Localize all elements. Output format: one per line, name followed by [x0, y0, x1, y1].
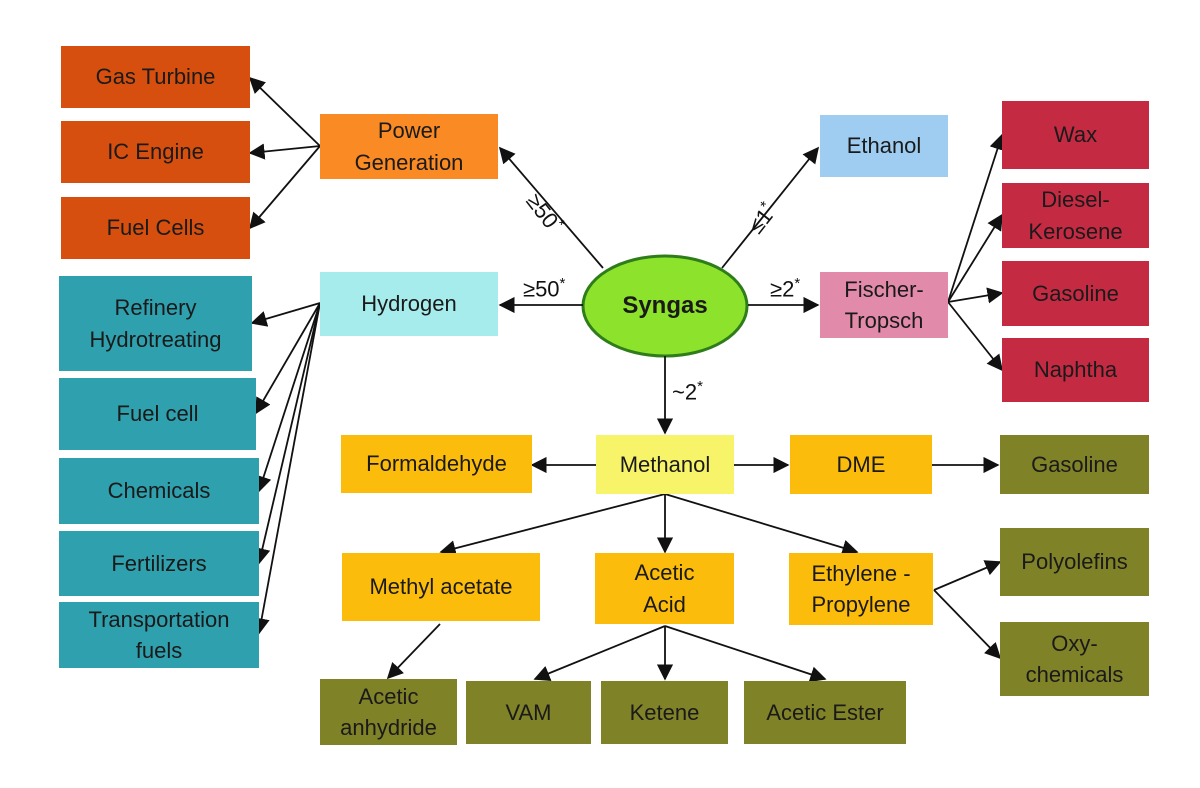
- node-gasoline-dme: Gasoline: [1000, 435, 1149, 494]
- fischer-line1: Fischer-: [844, 276, 924, 302]
- acetic-acid-line2: Acid: [643, 591, 686, 617]
- diesel-line2: Kerosene: [1028, 218, 1123, 244]
- arrow-fischer-naphtha: [947, 301, 1004, 372]
- node-methyl-acetate: Methyl acetate: [342, 553, 540, 621]
- arrow-hydrogen-chemicals: [255, 302, 321, 493]
- transportation-line1: Transportation: [88, 606, 230, 632]
- oxy-line2: chemicals: [1025, 662, 1124, 687]
- arrow-power-icengine: [248, 143, 321, 160]
- node-formaldehyde: Formaldehyde: [341, 435, 532, 493]
- arrow-fischer-wax: [947, 133, 1006, 303]
- node-gas-turbine: Gas Turbine: [61, 46, 250, 108]
- oxy-line1: Oxy-: [1051, 630, 1098, 656]
- transportation-line2: fuels: [135, 638, 183, 663]
- arrow-power-gasturbine: [248, 76, 321, 147]
- arrow-power-fuelcells: [248, 145, 321, 230]
- label-fischer-ratio: ≥2*: [770, 275, 801, 302]
- arrow-ethylene-oxy: [933, 589, 1002, 660]
- node-fuel-cell: Fuel cell: [59, 378, 256, 450]
- node-acetic-anhydride: Acetic anhydride: [320, 679, 457, 745]
- arrow-methanol-ethylene: [664, 493, 859, 556]
- arrow-hydrogen-transportation: [253, 302, 321, 635]
- node-power-generation: Power Generation: [320, 114, 498, 179]
- node-hydrogen: Hydrogen: [320, 272, 498, 336]
- refinery-line2: Hydrotreating: [89, 326, 222, 352]
- node-ethanol: Ethanol: [820, 115, 948, 177]
- node-methanol: Methanol: [596, 435, 734, 494]
- node-vam: VAM: [466, 681, 591, 744]
- node-ketene: Ketene: [601, 681, 728, 744]
- arrow-acid-vam: [533, 625, 666, 681]
- node-refinery-hydrotreating: Refinery Hydrotreating: [59, 276, 252, 371]
- acetic-acid-line1: Acetic: [634, 560, 695, 586]
- node-acetic-ester: Acetic Ester: [744, 681, 906, 744]
- arrow-syngas-power: [498, 146, 604, 269]
- node-ethylene-propylene: Ethylene - Propylene: [789, 553, 933, 625]
- power-generation-line2: Generation: [354, 149, 464, 175]
- ethylene-line2: Propylene: [811, 592, 911, 617]
- node-acetic-acid: Acetic Acid: [595, 553, 734, 624]
- arrow-methanol-methylacetate: [439, 493, 666, 557]
- arrow-methylacetate-anhydride: [386, 623, 441, 680]
- fischer-line2: Tropsch: [844, 308, 924, 333]
- arrow-acid-ester: [664, 625, 827, 683]
- arrow-syngas-ethanol: [721, 146, 820, 269]
- label-hydrogen-ratio: ≥50*: [523, 275, 566, 302]
- power-generation-line1: Power: [377, 118, 441, 144]
- node-fuel-cells: Fuel Cells: [61, 197, 250, 259]
- syngas-label: Syngas: [622, 291, 708, 319]
- node-dme: DME: [790, 435, 932, 494]
- node-transportation-fuels: Transportation fuels: [59, 602, 259, 668]
- node-gasoline-ft: Gasoline: [1002, 261, 1149, 326]
- node-polyolefins: Polyolefins: [1000, 528, 1149, 596]
- node-naphtha: Naphtha: [1002, 338, 1149, 402]
- arrow-ethylene-polyolefins: [933, 560, 1002, 591]
- label-methanol-ratio: ~2*: [672, 378, 703, 405]
- anhydride-line2: anhydride: [340, 715, 437, 740]
- arrow-hydrogen-fertilizers: [254, 302, 321, 565]
- arrow-fischer-gasoline: [947, 287, 1004, 304]
- node-oxy-chemicals: Oxy- chemicals: [1000, 622, 1149, 696]
- node-diesel-kerosene: Diesel- Kerosene: [1002, 183, 1149, 248]
- refinery-line1: Refinery: [114, 295, 197, 321]
- node-chemicals: Chemicals: [59, 458, 259, 524]
- node-fertilizers: Fertilizers: [59, 531, 259, 596]
- node-ic-engine: IC Engine: [61, 121, 250, 183]
- anhydride-line1: Acetic: [358, 683, 419, 709]
- node-wax: Wax: [1002, 101, 1149, 169]
- arrow-hydrogen-refinery: [250, 302, 321, 327]
- node-fischer-tropsch: Fischer- Tropsch: [820, 272, 948, 338]
- arrow-hydrogen-fuelcell: [255, 302, 321, 415]
- ethylene-line1: Ethylene -: [811, 560, 911, 586]
- diesel-line1: Diesel-: [1041, 187, 1110, 213]
- arrow-fischer-diesel: [947, 213, 1003, 303]
